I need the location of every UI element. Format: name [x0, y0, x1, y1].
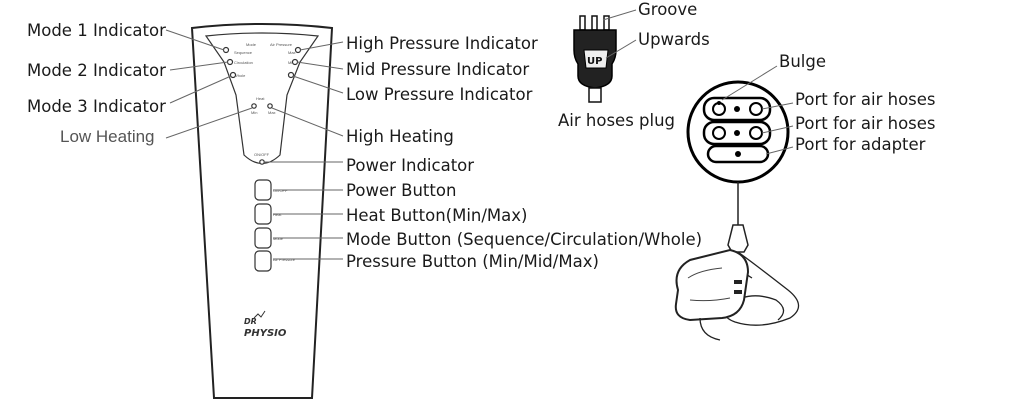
- port-adapter-label: Port for adapter: [795, 135, 926, 154]
- high-heating-label: High Heating: [346, 127, 454, 146]
- brand-logo-top: DR: [244, 317, 257, 326]
- massager-device: Mode Air Pressure Sequence Circulation W…: [190, 23, 334, 399]
- plug-stem: [588, 87, 602, 103]
- mode-button-label: Mode Button (Sequence/Circulation/Whole): [346, 230, 702, 249]
- bulge-icon: [717, 101, 721, 105]
- pressure-button-label: Pressure Button (Min/Mid/Max): [346, 252, 599, 271]
- adapter-brick-seam: [689, 297, 731, 302]
- power-indicator-label: Power Indicator: [346, 156, 474, 175]
- air-hoses-plug: UP: [573, 15, 617, 103]
- groove-label: Groove: [638, 0, 697, 19]
- adapter-brick-edge: [687, 267, 723, 279]
- mode2-indicator-label: Mode 2 Indicator: [27, 61, 166, 80]
- high-heating-leader: [271, 107, 344, 137]
- mode3-led-icon: [229, 71, 237, 79]
- mid-pressure-label: Mid Pressure Indicator: [346, 60, 529, 79]
- adapter-connector: [727, 224, 749, 253]
- port1-hole-center: [734, 106, 740, 112]
- panel-heat-label: Heat: [256, 96, 265, 101]
- plug-face: [583, 49, 609, 69]
- adapter-cable-coil: [724, 251, 800, 326]
- high-pressure-led-icon: [294, 46, 302, 54]
- mode1-indicator-label: Mode 1 Indicator: [27, 21, 166, 40]
- high-pressure-label: High Pressure Indicator: [346, 34, 538, 53]
- port1-hole-right: [749, 102, 763, 116]
- mode1-leader: [165, 29, 225, 51]
- panel-press-max: Max: [288, 50, 296, 55]
- display-panel: [204, 32, 320, 165]
- port-adapter-leader: [765, 146, 794, 155]
- bulge-leader: [721, 65, 778, 101]
- air-hoses-plug-label: Air hoses plug: [558, 111, 675, 130]
- high-pressure-leader: [299, 41, 344, 51]
- brand-logo-bottom: PHYSIO: [244, 328, 287, 339]
- adapter-prong-1: [734, 280, 742, 284]
- plug-up-mark: UP: [587, 56, 602, 67]
- power-button-label: Power Button: [346, 181, 456, 200]
- mid-pressure-led-icon: [291, 58, 299, 66]
- mode1-led-icon: [222, 46, 230, 54]
- heat-button-label: Heat Button(Min/Max): [346, 206, 527, 225]
- panel-heat-max: Max: [268, 110, 276, 115]
- mode-button[interactable]: [254, 227, 272, 249]
- high-heat-led-icon: [267, 103, 273, 109]
- groove-leader: [602, 9, 637, 21]
- heat-button[interactable]: [254, 203, 272, 225]
- port2-hole-right: [749, 126, 763, 140]
- panel-mode-sequence: Sequence: [234, 50, 253, 55]
- brand-figure-icon: [253, 310, 266, 319]
- upwards-leader: [605, 39, 637, 59]
- bulge-label: Bulge: [779, 52, 826, 71]
- plug-prong-2: [591, 15, 598, 31]
- adapter-prong-2: [734, 290, 742, 294]
- port2-hole-left: [712, 126, 726, 140]
- low-heating-label: Low Heating: [60, 127, 155, 146]
- low-pressure-leader: [292, 75, 344, 94]
- port2-hole-center: [734, 130, 740, 136]
- port-air-1-leader: [761, 102, 794, 110]
- panel-mode-circulation: Circulation: [234, 60, 253, 65]
- adapter-port-pin: [735, 151, 741, 157]
- adapter-cable-tail: [699, 317, 721, 341]
- low-heat-led-icon: [251, 103, 257, 109]
- port-panel: [686, 80, 790, 184]
- panel-pressure-label: Air Pressure: [270, 42, 293, 47]
- pressure-button[interactable]: [254, 250, 272, 272]
- mode3-indicator-label: Mode 3 Indicator: [27, 97, 166, 116]
- low-heating-leader: [165, 107, 253, 139]
- port-air-2-leader: [761, 125, 794, 134]
- power-adapter: [674, 182, 800, 341]
- panel-heat-min: Min: [251, 110, 257, 115]
- mid-pressure-leader: [296, 61, 344, 70]
- upwards-label: Upwards: [638, 30, 710, 49]
- mode2-led-icon: [226, 58, 234, 66]
- panel-press-mid: Mid: [288, 60, 294, 65]
- low-pressure-led-icon: [287, 71, 295, 79]
- panel-mode-whole: Whole: [234, 73, 246, 78]
- panel-mode-label: Mode: [246, 42, 257, 47]
- low-pressure-label: Low Pressure Indicator: [346, 85, 533, 104]
- adapter-brick: [674, 248, 750, 322]
- port-air-2-label: Port for air hoses: [795, 114, 936, 133]
- mode3-leader: [169, 75, 232, 104]
- plug-prong-1: [579, 15, 586, 31]
- power-button[interactable]: [254, 179, 272, 201]
- mode2-leader: [169, 61, 229, 71]
- power-led-icon: [259, 159, 265, 165]
- port-air-1-label: Port for air hoses: [795, 90, 936, 109]
- panel-power-label: ON/OFF: [254, 152, 270, 157]
